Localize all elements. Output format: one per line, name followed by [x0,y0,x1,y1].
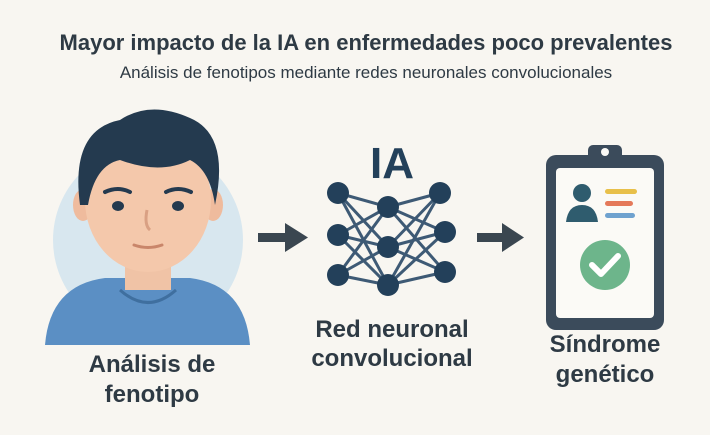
neural-network-icon [327,182,456,296]
network-node [434,221,456,243]
person-portrait-icon [45,109,250,345]
ai-badge: IA [370,139,414,188]
network-edge [386,191,442,249]
arrow-right-icon [258,223,308,252]
clipboard-check-icon [546,145,664,330]
page-subtitle: Análisis de fenotipos mediante redes neu… [120,63,612,82]
network-node [327,224,349,246]
step2-label-line1: Red neuronal [315,316,468,343]
network-edge [336,206,390,276]
step3-label-line2: genético [556,361,655,388]
step1-label-line2: fenotipo [105,381,200,408]
network-node [434,261,456,283]
network-node [377,196,399,218]
step2-label-line2: convolucional [311,345,472,372]
network-node [377,236,399,258]
network-node [429,182,451,204]
network-edge [386,230,447,287]
page-title: Mayor impacto de la IA en enfermedades p… [60,30,673,55]
network-node [327,182,349,204]
network-edge [386,192,442,286]
network-node [327,264,349,286]
step3-label-line1: Síndrome [550,331,661,358]
arrow-right-icon [477,223,524,252]
step1-label-line1: Análisis de [89,351,216,378]
network-node [377,274,399,296]
